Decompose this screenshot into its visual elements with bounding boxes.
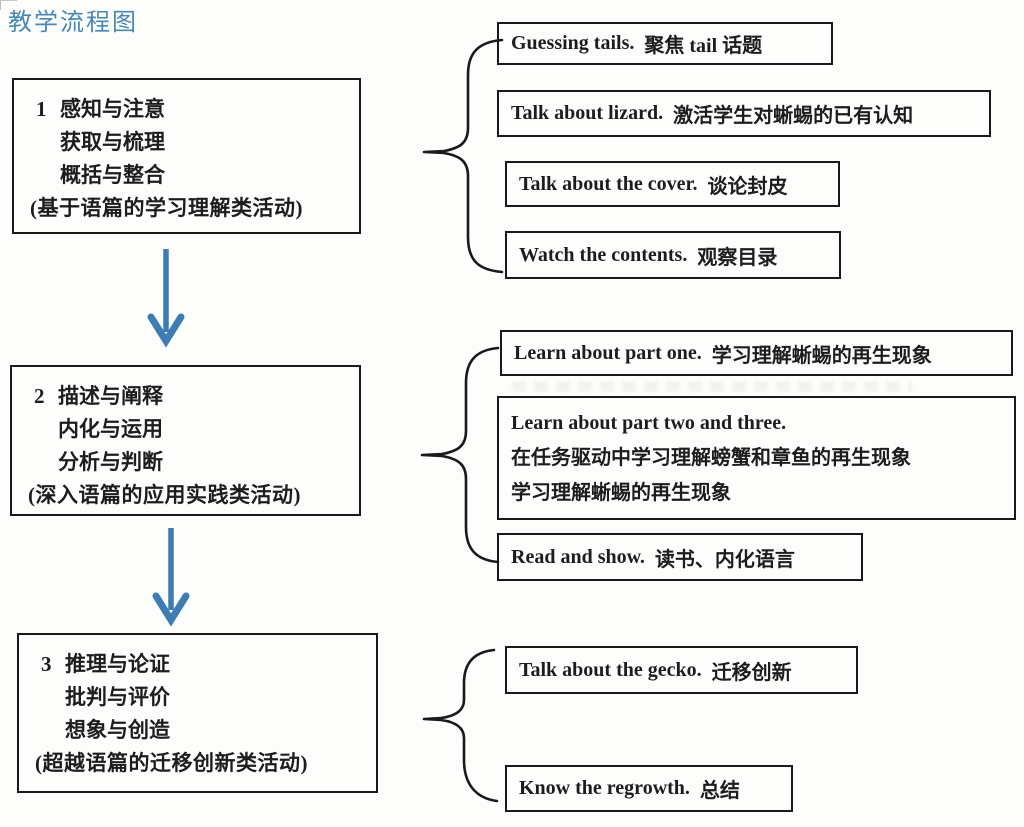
brace-stage-3 bbox=[422, 648, 499, 803]
step-en-text: Talk about the gecko. bbox=[519, 658, 702, 681]
step-zh-text: 总结 bbox=[699, 780, 740, 802]
page-title: 教学流程图 bbox=[8, 10, 138, 36]
stage-1-line-1: 1 感知与注意 bbox=[14, 93, 359, 126]
flow-arrow-2 bbox=[152, 528, 190, 627]
stage-2-number: 2 bbox=[34, 384, 45, 408]
step-en-text: Know the regrowth. bbox=[519, 777, 690, 799]
stage-2-line-1-text: 描述与阐释 bbox=[58, 384, 163, 408]
step-zh-text: 激活学生对蜥蜴的已有认知 bbox=[673, 105, 914, 127]
step-box-learn-part-two-three: Learn about part two and three. 在任务驱动中学习… bbox=[497, 396, 1016, 520]
stage-3-line-1: 3 推理与论证 bbox=[19, 648, 376, 681]
step-zh-text: 谈论封皮 bbox=[707, 175, 788, 198]
step-en-text: Talk about lizard. bbox=[511, 102, 664, 124]
brace-stage-1 bbox=[422, 38, 504, 274]
brace-stage-2 bbox=[420, 346, 500, 564]
stage-box-1: 1 感知与注意 获取与梳理 概括与整合 (基于语篇的学习理解类活动) bbox=[12, 78, 361, 234]
step-box-learn-part-one: Learn about part one. 学习理解蜥蜴的再生现象 bbox=[500, 330, 1013, 376]
stage-3-note: (超越语篇的迁移创新类活动) bbox=[35, 751, 308, 775]
stage-3-line-3: 想象与创造 bbox=[65, 718, 170, 742]
stage-1-line-2: 获取与梳理 bbox=[60, 130, 165, 154]
step-en-text: Guessing tails. bbox=[511, 32, 635, 54]
stage-2-line-1: 2 描述与阐释 bbox=[12, 380, 359, 413]
step-box-guessing-tails: Guessing tails. 聚焦 tail 话题 bbox=[497, 22, 833, 65]
step-en-text: Read and show. bbox=[511, 545, 645, 568]
stage-2-note: (深入语篇的应用实践类活动) bbox=[28, 483, 301, 507]
step-en-text: Watch the contents. bbox=[519, 243, 688, 266]
step-zh-text: 聚焦 tail 话题 bbox=[644, 35, 763, 57]
step-zh-text: 迁移创新 bbox=[711, 661, 792, 684]
step-zh-text: 学习理解蜥蜴的再生现象 bbox=[711, 344, 932, 367]
stage-1-line-3: 概括与整合 bbox=[60, 163, 165, 187]
step-en-text: Learn about part two and three. bbox=[511, 412, 787, 434]
print-bleed-artifact bbox=[512, 381, 912, 392]
step-box-talk-about-cover: Talk about the cover. 谈论封皮 bbox=[505, 161, 840, 207]
step-zh-line-2: 学习理解蜥蜴的再生现象 bbox=[511, 482, 731, 504]
stage-3-number: 3 bbox=[41, 652, 52, 676]
stage-3-line-2: 批判与评价 bbox=[65, 685, 170, 709]
step-en-line: Learn about part two and three. bbox=[511, 406, 1002, 441]
step-zh-line-1: 在任务驱动中学习理解螃蟹和章鱼的再生现象 bbox=[511, 447, 911, 469]
stage-2-line-2: 内化与运用 bbox=[58, 417, 163, 441]
stage-box-3: 3 推理与论证 批判与评价 想象与创造 (超越语篇的迁移创新类活动) bbox=[17, 633, 378, 793]
step-box-watch-contents: Watch the contents. 观察目录 bbox=[505, 231, 841, 279]
step-box-talk-about-lizard: Talk about lizard. 激活学生对蜥蜴的已有认知 bbox=[497, 90, 991, 137]
step-box-read-and-show: Read and show. 读书、内化语言 bbox=[497, 533, 863, 581]
step-box-know-regrowth: Know the regrowth. 总结 bbox=[505, 765, 793, 812]
scan-corner-artifact bbox=[0, 0, 17, 10]
stage-box-2: 2 描述与阐释 内化与运用 分析与判断 (深入语篇的应用实践类活动) bbox=[10, 365, 361, 516]
stage-1-line-1-text: 感知与注意 bbox=[60, 97, 165, 121]
step-en-text: Learn about part one. bbox=[514, 341, 702, 364]
step-box-talk-about-gecko: Talk about the gecko. 迁移创新 bbox=[505, 646, 858, 694]
stage-1-number: 1 bbox=[36, 97, 47, 121]
step-zh-text: 读书、内化语言 bbox=[654, 548, 795, 571]
step-en-text: Talk about the cover. bbox=[519, 172, 698, 195]
stage-2-line-3: 分析与判断 bbox=[58, 450, 163, 474]
flow-arrow-1 bbox=[147, 249, 185, 348]
stage-3-line-1-text: 推理与论证 bbox=[65, 652, 170, 676]
stage-1-note: (基于语篇的学习理解类活动) bbox=[30, 196, 303, 220]
step-zh-text: 观察目录 bbox=[697, 246, 778, 269]
